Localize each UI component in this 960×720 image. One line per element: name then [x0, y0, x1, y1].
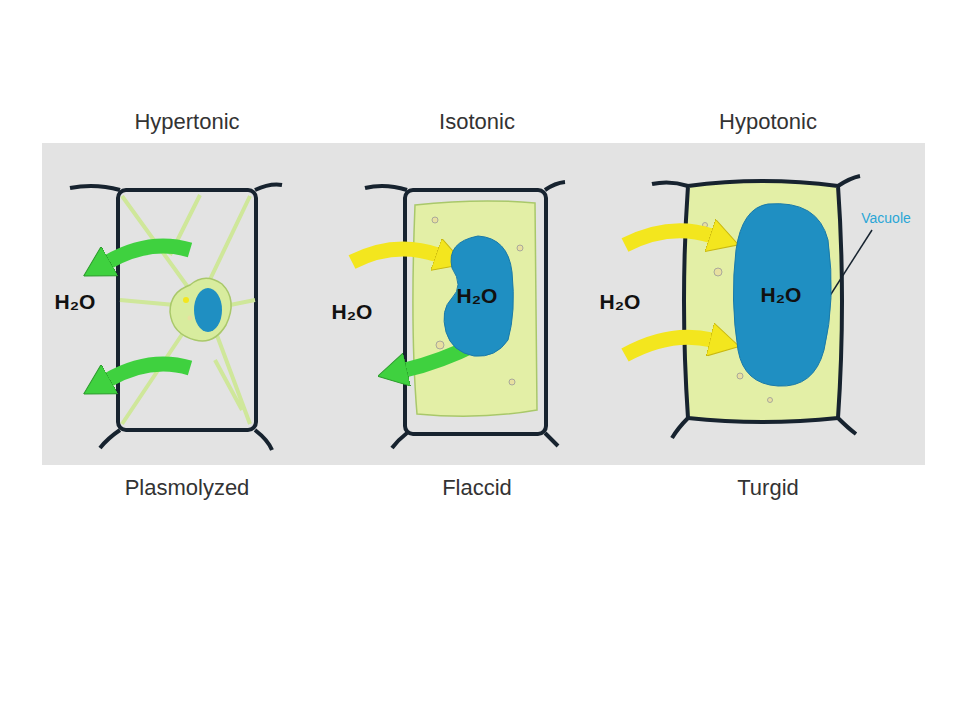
condition-title: Hypotonic — [719, 109, 817, 135]
part-label: Vacuole — [861, 210, 911, 226]
turgid-cell — [625, 176, 872, 438]
state-label: Flaccid — [442, 475, 512, 501]
plasmolyzed-cell — [70, 185, 282, 450]
condition-title: Hypertonic — [134, 109, 239, 135]
water-label: H₂O — [457, 284, 498, 308]
water-label: H₂O — [600, 290, 641, 314]
state-label: Plasmolyzed — [125, 475, 250, 501]
vacuole-shape: H₂O — [728, 200, 834, 390]
water-label: H₂O — [761, 283, 802, 307]
state-label: Turgid — [737, 475, 799, 501]
vacuole-shape: H₂O — [438, 232, 516, 360]
background-band — [42, 143, 925, 465]
water-label: H₂O — [332, 300, 373, 324]
condition-title: Isotonic — [439, 109, 515, 135]
flaccid-cell — [352, 182, 565, 448]
water-label: H₂O — [55, 290, 96, 314]
